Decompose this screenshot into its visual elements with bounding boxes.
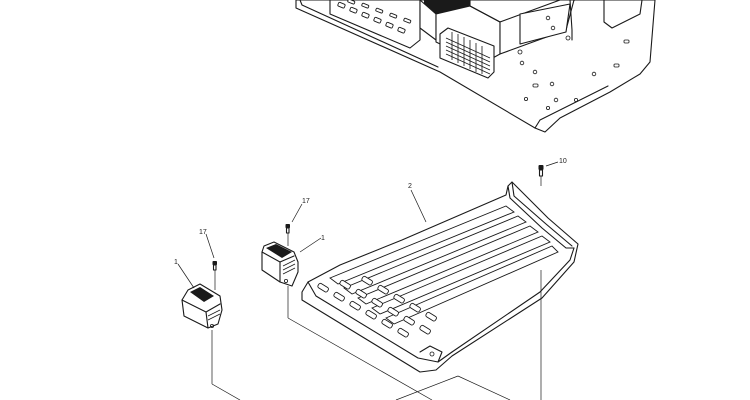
- floor-ribs: [329, 205, 559, 325]
- floor-plate-part-2: [301, 181, 579, 373]
- floor-slots: [317, 275, 437, 338]
- grille: [439, 27, 495, 79]
- bracket-part-1-left: [181, 283, 223, 329]
- assembly-lines: [211, 176, 542, 400]
- leader-lines: [177, 161, 559, 289]
- callout-part-17-right: 17: [302, 198, 310, 205]
- bracket-part-1-right: [261, 241, 299, 287]
- bolt-part-17-left: [212, 261, 217, 271]
- bolt-part-10: [538, 165, 544, 177]
- callout-part-17-left: 17: [199, 229, 207, 236]
- callout-part-1-left: 1: [174, 259, 178, 266]
- upper-frame-assembly: [295, 0, 656, 133]
- upper-slot-group: [337, 0, 412, 34]
- callout-part-2: 2: [408, 183, 412, 190]
- callout-part-1-right: 1: [321, 235, 325, 242]
- callout-part-10: 10: [559, 158, 567, 165]
- bolt-part-17-right: [285, 224, 290, 234]
